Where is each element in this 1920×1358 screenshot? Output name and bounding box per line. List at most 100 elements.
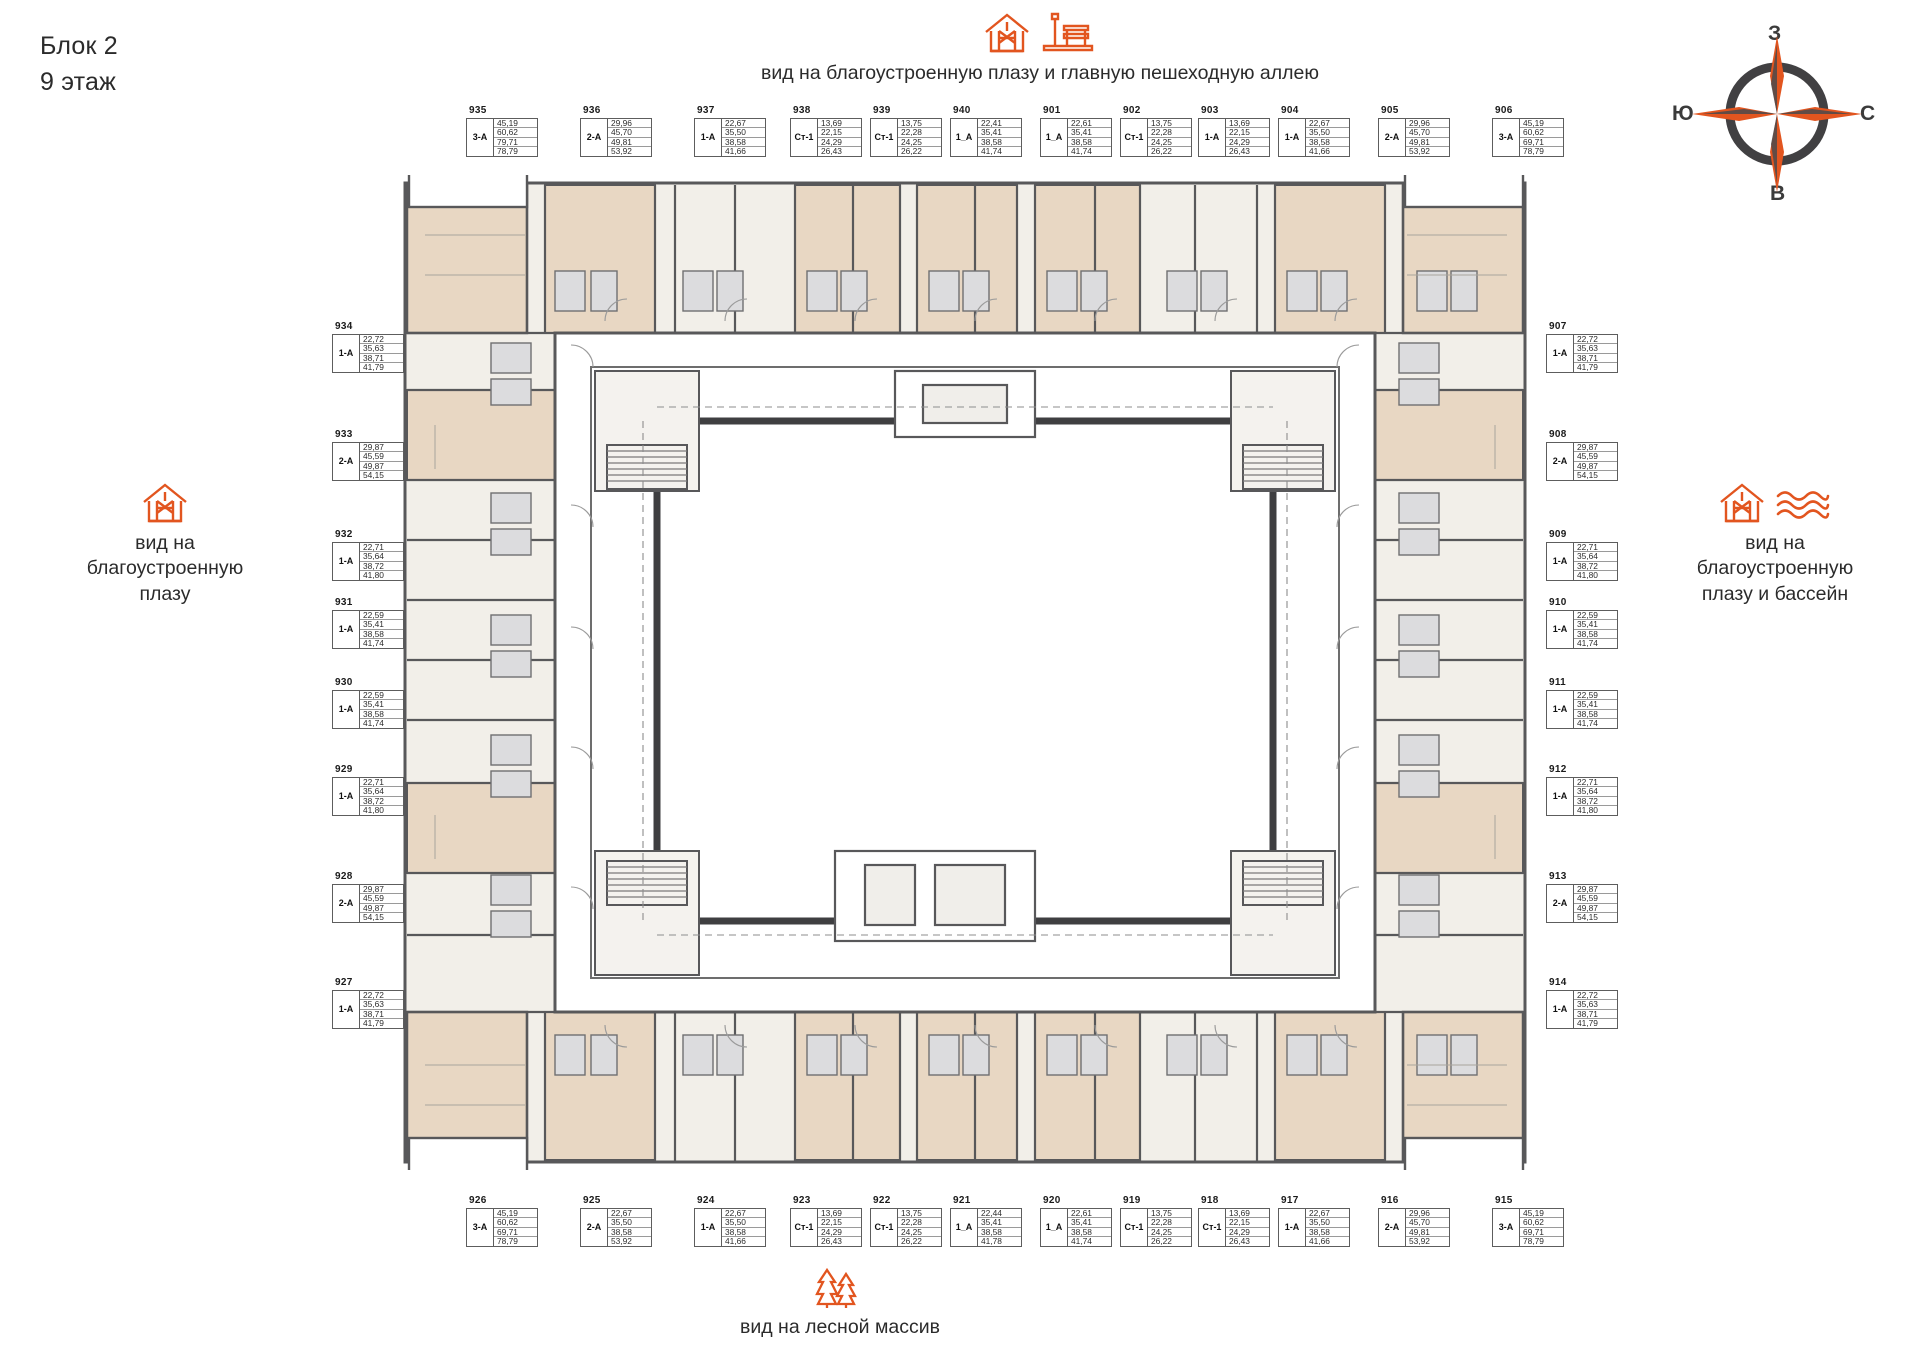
apartment-number: 914 — [1549, 977, 1567, 988]
apartment-area-value: 13,75 — [898, 119, 941, 128]
caption-top-view: вид на благоустроенную плазу и главную п… — [480, 8, 1600, 87]
apartment-area-value: 35,50 — [608, 1218, 651, 1228]
apartment-number: 910 — [1549, 597, 1567, 608]
apartment-area-value: 78,79 — [497, 146, 518, 157]
apartment-area-value: 38,58 — [722, 1228, 765, 1237]
apartment-number: 934 — [335, 321, 353, 332]
apartment-area-value: 45,59 — [1574, 452, 1617, 462]
apartment-area-value: 41,78 — [981, 1236, 1002, 1247]
apartment-number: 926 — [469, 1195, 487, 1206]
apartment-area-value: 35,41 — [978, 128, 1021, 138]
apartment-area-value: 78,79 — [497, 1236, 518, 1247]
apartment-number: 920 — [1043, 1195, 1061, 1206]
apartment-area-value: 22,15 — [1226, 128, 1269, 138]
apartment-area-value: 38,72 — [360, 797, 403, 806]
apartment-area-value: 49,81 — [1406, 1228, 1449, 1237]
apartment-area-value: 38,58 — [978, 1228, 1021, 1237]
apartment-number: 917 — [1281, 1195, 1299, 1206]
apartment-area-value: 41,80 — [1577, 805, 1598, 816]
apartment-type: 1_A — [951, 1208, 978, 1246]
apartment-area-value: 22,15 — [1226, 1218, 1269, 1228]
apartment-type: 2-A — [581, 1208, 608, 1246]
apartment-area-value: 13,75 — [1148, 119, 1191, 128]
apartment-area-value: 22,72 — [1574, 991, 1617, 1000]
apartment-area-value: 35,41 — [360, 700, 403, 710]
apartment-area-value: 22,59 — [1574, 611, 1617, 620]
apartment-number: 906 — [1495, 105, 1513, 116]
apartment-area-value: 22,67 — [722, 1209, 765, 1218]
apartment-area-value: 38,71 — [1574, 1010, 1617, 1019]
apartment-area-value: 38,58 — [978, 138, 1021, 147]
apartment-area-value: 22,28 — [1148, 128, 1191, 138]
floor-plan-svg — [399, 175, 1531, 1170]
apartment-area-value: 45,19 — [494, 119, 537, 128]
compass-graphic — [1692, 36, 1862, 192]
apartment-area-value: 38,58 — [360, 630, 403, 639]
apartment-area-value: 22,28 — [1148, 1218, 1191, 1228]
apartment-number: 928 — [335, 871, 353, 882]
apartment-area-value: 53,92 — [611, 1236, 632, 1247]
apartment-area-value: 26,22 — [901, 1236, 922, 1247]
caption-top-text: вид на благоустроенную плазу и главную п… — [761, 62, 1319, 84]
apartment-area-value: 22,61 — [1068, 1209, 1111, 1218]
apartment-area-value: 26,22 — [901, 146, 922, 157]
apartment-number: 921 — [953, 1195, 971, 1206]
caption-right-icons — [1630, 478, 1920, 524]
compass-label-north: З — [1768, 22, 1782, 45]
apartment-type: 1-A — [1199, 118, 1226, 156]
apartment-area-value: 60,62 — [1520, 128, 1563, 138]
